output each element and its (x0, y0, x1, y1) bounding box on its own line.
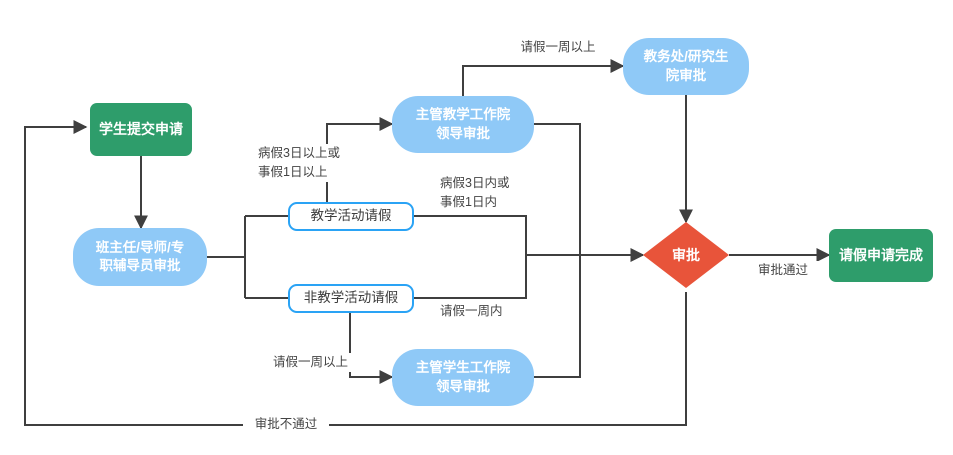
node-teaching-leave[interactable]: 教学活动请假 (288, 202, 414, 231)
edge-rejected-loop (24, 120, 687, 426)
edge-dean-to-academic-office (462, 59, 625, 100)
node-nonteaching-leave[interactable]: 非教学活动请假 (288, 284, 414, 313)
edge-label-approved: 审批通过 (745, 261, 821, 280)
node-approval-label: 审批 (672, 246, 700, 263)
edge-label-week-within: 请假一周内 (437, 302, 543, 321)
edge-label-sick3-within: 病假3日内或 事假1日内 (437, 174, 553, 212)
node-teaching-dean[interactable]: 主管教学工作院 领导审批 (392, 96, 534, 153)
node-counselor[interactable]: 班主任/导师/专 职辅导员审批 (73, 228, 207, 286)
node-done[interactable]: 请假申请完成 (829, 229, 933, 282)
edge-label-week-above-bottom: 请假一周以上 (270, 353, 376, 372)
edge-student-dean-to-outer-merge (534, 255, 581, 378)
edge-label-week-above-top: 请假一周以上 (500, 38, 616, 57)
node-student-dean[interactable]: 主管学生工作院 领导审批 (392, 349, 534, 406)
node-approval[interactable]: 审批 (643, 222, 729, 288)
edge-nonteaching-to-student-dean (349, 312, 394, 384)
edge-nonteaching-to-merge (414, 255, 527, 299)
node-academic-office[interactable]: 教务处/研究生 院审批 (623, 38, 749, 95)
node-start[interactable]: 学生提交申请 (90, 103, 192, 156)
edge-teaching-to-merge (414, 215, 527, 255)
edge-dean-to-outer-merge (534, 123, 581, 255)
edge-label-rejected: 审批不通过 (243, 415, 329, 434)
edge-label-sick3-above: 病假3日以上或 事假1日以上 (255, 144, 379, 182)
